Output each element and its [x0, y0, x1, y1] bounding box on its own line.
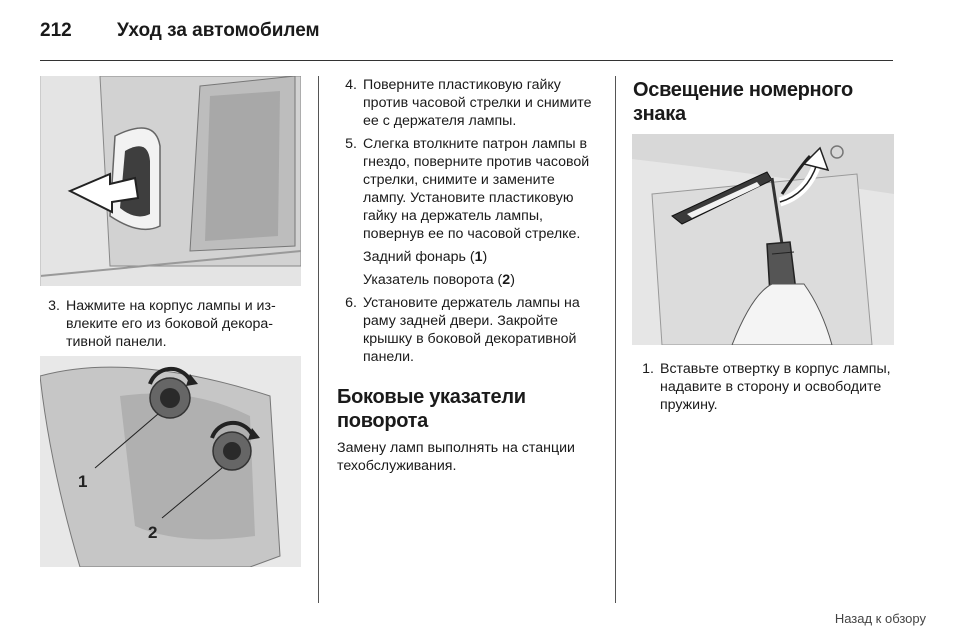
column3-steps: 1. Вставьте отвертку в корпус лампы, над… — [634, 360, 896, 419]
page-number: 212 — [40, 20, 72, 41]
lamp-holder-drawing: 1 2 — [40, 356, 301, 567]
turn-signal-ref: Указатель поворота (2) — [363, 272, 515, 288]
list-item: 6. Установите держатель лампы на раму за… — [337, 294, 599, 366]
list-item: 3. Нажмите на корпус лампы и из­влеките … — [40, 297, 302, 351]
callout-2: 2 — [148, 523, 157, 542]
header-divider — [40, 60, 893, 61]
step-number: 4. — [345, 77, 357, 93]
callout-1: 1 — [78, 472, 87, 491]
chapter-title: Уход за автомобилем — [117, 20, 320, 41]
step-text: Слегка втолкните патрон лампы в гнездо, … — [363, 136, 590, 242]
back-to-overview-link[interactable]: Назад к обзору — [834, 611, 926, 626]
column-divider-1 — [318, 76, 319, 603]
step-number: 3. — [48, 298, 60, 314]
step-text: Поверните пластиковую гайку против часов… — [363, 77, 592, 129]
step-number: 1. — [642, 361, 654, 377]
section-heading-side-indicators: Боковые указатели поворота — [337, 386, 526, 432]
section-heading-license-plate-light: Освещение номерного знака — [633, 79, 853, 125]
step-text: Нажмите на корпус лампы и из­влеките его… — [66, 298, 276, 350]
column1-steps: 3. Нажмите на корпус лампы и из­влеките … — [40, 297, 302, 356]
column-divider-2 — [615, 76, 616, 603]
section-text: Замену ламп выполнять на стан­ции техобс… — [337, 440, 575, 474]
license-plate-lamp-drawing — [632, 134, 894, 345]
column3-heading: Освещение номерного знака — [633, 78, 895, 126]
column2-content: 4. Поверните пластиковую гайку против ча… — [337, 76, 599, 475]
rear-lamp-removal-drawing — [40, 76, 301, 286]
list-item: 5. Слегка втолкните патрон лампы в гнезд… — [337, 135, 599, 243]
lamp-holder-illustration: 1 2 — [40, 356, 301, 567]
step-number: 5. — [345, 136, 357, 152]
rear-light-ref: Задний фонарь (1) — [363, 249, 488, 265]
list-item: 1. Вставьте отвертку в корпус лампы, над… — [634, 360, 896, 414]
license-plate-lamp-illustration — [632, 134, 894, 345]
rear-lamp-removal-illustration — [40, 76, 301, 286]
list-item: 4. Поверните пластиковую гайку против ча… — [337, 76, 599, 130]
step-text: Установите держатель лампы на раму задне… — [363, 295, 580, 365]
step-number: 6. — [345, 295, 357, 311]
step-text: Вставьте отвертку в корпус лампы, надави… — [660, 361, 891, 413]
